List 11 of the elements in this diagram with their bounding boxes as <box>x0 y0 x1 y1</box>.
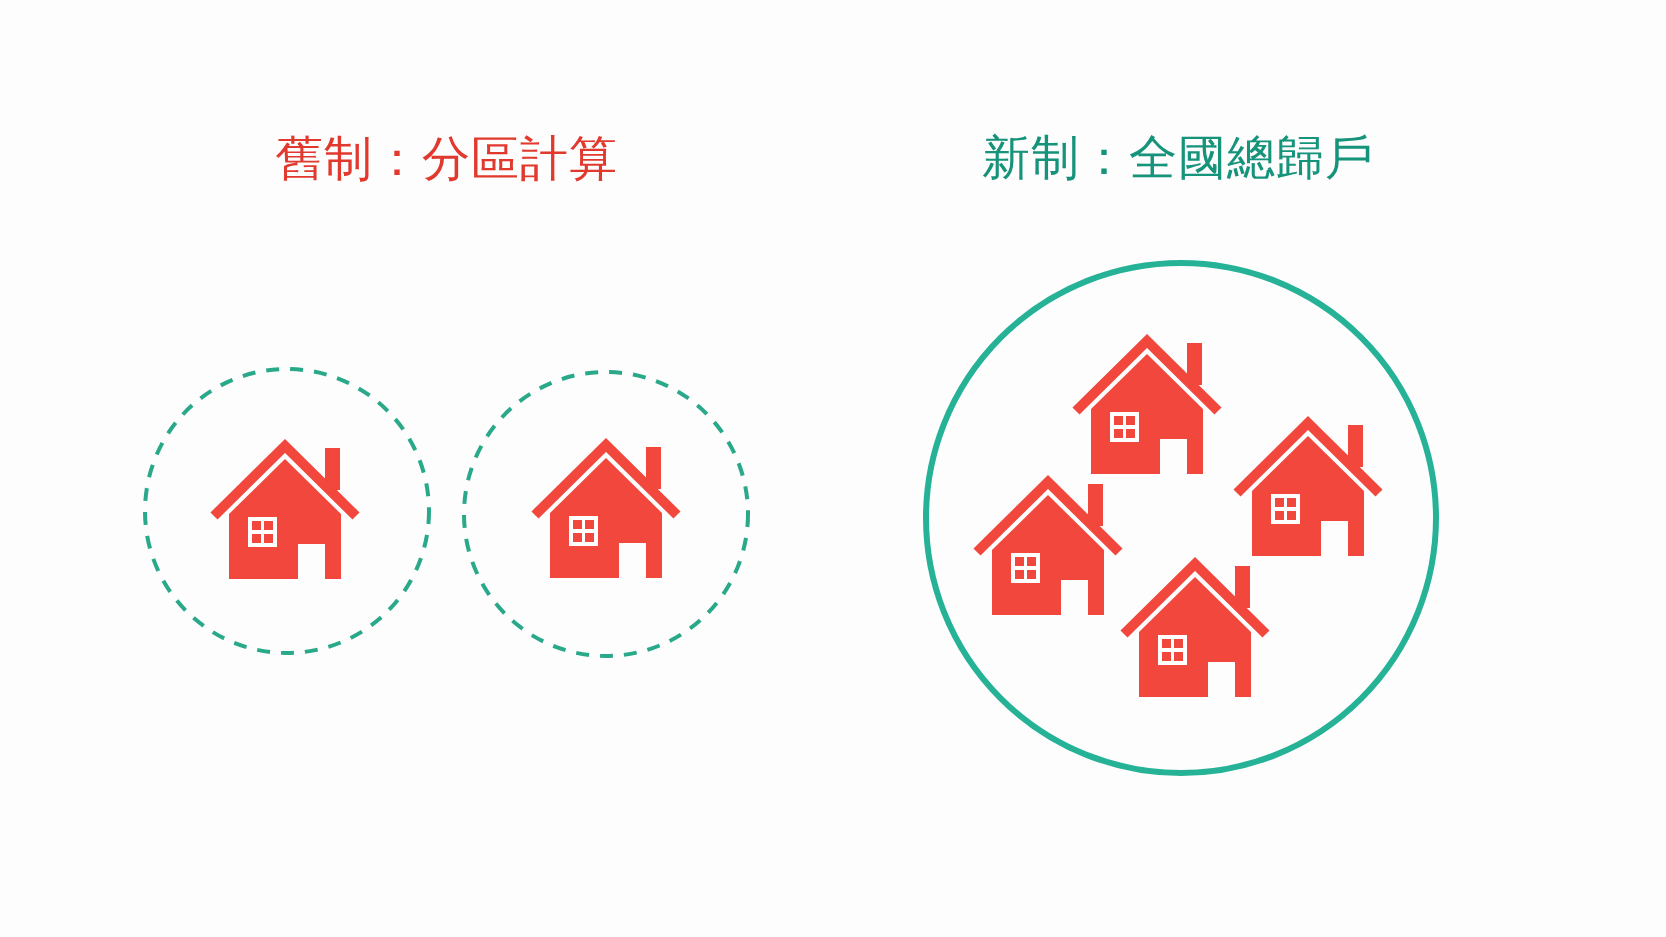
heading: 舊制：分區計算 <box>274 131 618 185</box>
house-icon <box>1072 333 1222 474</box>
circle <box>922 259 1440 777</box>
dashed-circle <box>142 366 432 656</box>
house-icon <box>210 438 360 579</box>
house-icon <box>1233 415 1383 556</box>
house-icon <box>531 437 681 578</box>
house-icon <box>973 474 1123 615</box>
heading: 新制：全國總歸戶 <box>982 130 1374 184</box>
dashed-circle <box>461 369 751 659</box>
house-icon <box>1120 556 1270 697</box>
